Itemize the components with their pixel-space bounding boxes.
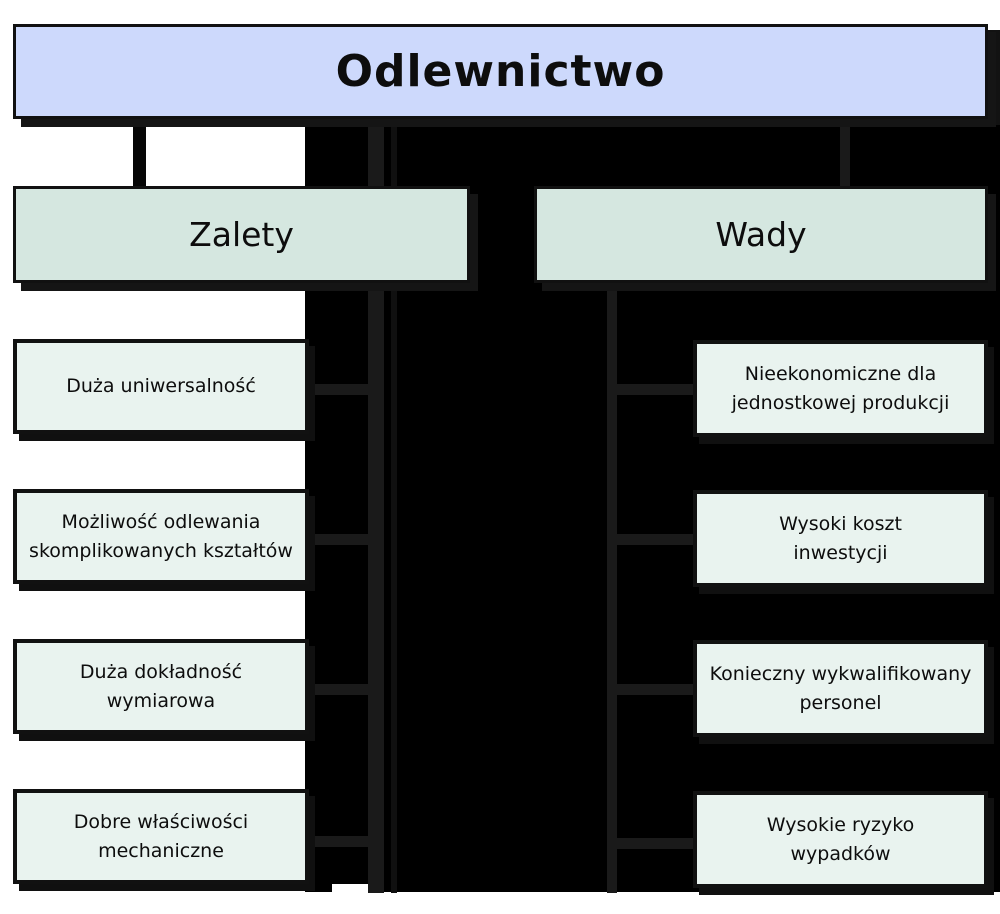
left-connector-rib-4 xyxy=(310,836,368,847)
advantage-item-2-label: Możliwość odlewania skomplikowanych kszt… xyxy=(29,510,293,562)
right-connector-rib-4 xyxy=(617,838,693,849)
advantage-item-1: Duża uniwersalność xyxy=(13,339,309,434)
advantage-item-4-label: Dobre właściwości mechaniczne xyxy=(73,810,249,862)
left-connector-rib-2 xyxy=(310,534,368,545)
advantage-item-4: Dobre właściwości mechaniczne xyxy=(13,789,309,884)
right-edge-strip xyxy=(988,30,1000,125)
branch-node-zalety: Zalety xyxy=(13,186,470,283)
disadvantage-item-3-label: Konieczny wykwalifikowany personel xyxy=(709,662,972,714)
right-connector-spine xyxy=(607,283,617,893)
branch-zalety-label: Zalety xyxy=(189,215,294,254)
disadvantage-item-2: Wysoki koszt inwestycji xyxy=(693,490,988,587)
root-node-title: Odlewnictwo xyxy=(13,24,988,119)
root-to-zalety-connector xyxy=(133,119,146,187)
disadvantage-item-4: Wysokie ryzyko wypadków xyxy=(693,791,988,888)
disadvantage-item-3: Konieczny wykwalifikowany personel xyxy=(693,640,988,737)
right-connector-rib-3 xyxy=(617,684,693,695)
disadvantage-item-1: Nieekonomiczne dla jednostkowej produkcj… xyxy=(693,340,988,437)
root-to-wady-connector xyxy=(840,122,850,187)
advantage-item-1-label: Duża uniwersalność xyxy=(66,375,256,397)
left-connector-rib-1 xyxy=(310,384,368,395)
right-connector-rib-2 xyxy=(617,534,693,545)
advantage-item-2: Możliwość odlewania skomplikowanych kszt… xyxy=(13,489,309,584)
branch-wady-label: Wady xyxy=(715,215,807,254)
branch-node-wady: Wady xyxy=(534,186,988,283)
right-connector-rib-1 xyxy=(617,384,693,395)
left-connector-spine xyxy=(368,126,384,893)
root-node-label: Odlewnictwo xyxy=(335,46,666,97)
bottom-white-notch xyxy=(332,884,368,894)
disadvantage-item-2-label: Wysoki koszt inwestycji xyxy=(779,512,902,564)
advantage-item-3-label: Duża dokładność wymiarowa xyxy=(79,660,243,712)
disadvantage-item-4-label: Wysokie ryzyko wypadków xyxy=(766,813,915,865)
disadvantage-item-1-label: Nieekonomiczne dla jednostkowej produkcj… xyxy=(731,362,950,414)
left-connector-spine-secondary xyxy=(391,126,397,893)
advantage-item-3: Duża dokładność wymiarowa xyxy=(13,639,309,734)
left-connector-rib-3 xyxy=(310,684,368,695)
